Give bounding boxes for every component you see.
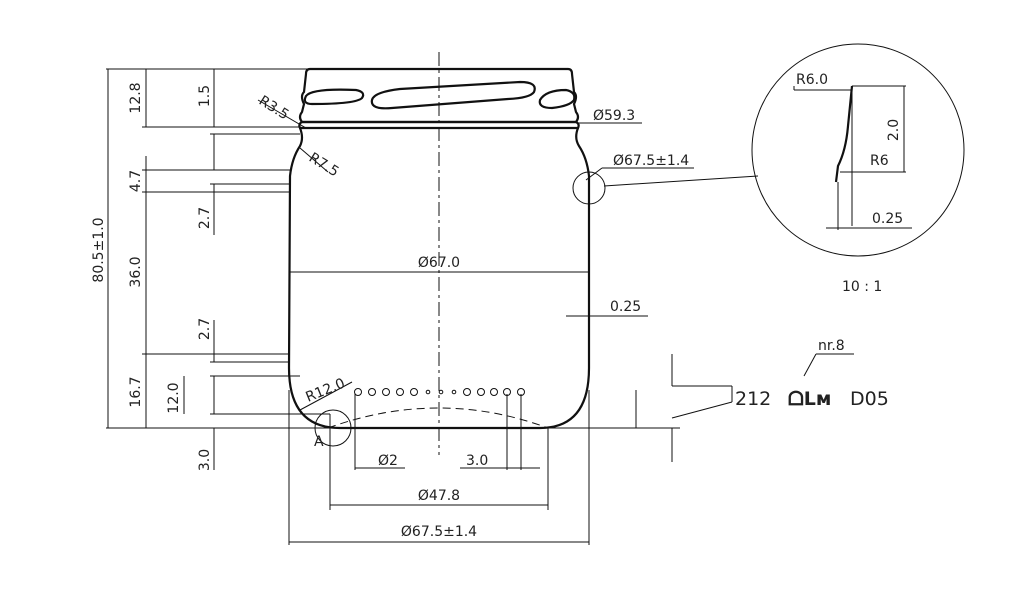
thread-center <box>370 80 536 110</box>
dim-base-diameter: Ø47.8 <box>418 488 460 504</box>
dim-base-radius-height: 12.0 <box>166 382 182 413</box>
detail-a-circle <box>314 409 352 447</box>
detail-a-label: A <box>314 434 324 450</box>
dim-body-height: 36.0 <box>128 256 144 287</box>
marking-code: 212 <box>735 388 771 410</box>
detail-profile <box>834 85 854 183</box>
base-dot <box>477 388 485 396</box>
base-dot <box>354 388 362 396</box>
dim-shoulder-step-top: 2.7 <box>197 207 213 229</box>
detail-scale: 10 : 1 <box>842 279 882 295</box>
thread-left <box>303 88 365 106</box>
marking-suffix: D05 <box>850 388 889 410</box>
dim-outer-diameter-top: Ø67.5±1.4 <box>613 153 689 169</box>
detail-view <box>751 43 965 257</box>
dim-thread-height: 1.5 <box>197 85 213 107</box>
marking-logo: ᗝLᴍ <box>788 388 831 410</box>
marking-lines <box>635 353 854 462</box>
base-dot <box>438 389 444 395</box>
detail-marker-circle <box>572 171 606 205</box>
base-dot <box>410 388 418 396</box>
dim-wall-thickness: 0.25 <box>610 299 641 315</box>
dim-radius-r120: R12.0 <box>304 376 348 406</box>
base-dot <box>490 388 498 396</box>
dim-outer-diameter-bottom: Ø67.5±1.4 <box>401 524 477 540</box>
dim-radius-r35: R3.5 <box>256 93 292 124</box>
radius-leaders <box>257 99 353 411</box>
dim-push-up: 3.0 <box>197 449 213 471</box>
detail-radius-b: R6 <box>870 153 889 169</box>
marking-note: nr.8 <box>818 338 845 354</box>
bottom-dimension-lines <box>288 390 590 545</box>
base-push-up <box>327 407 549 429</box>
base-dot <box>451 389 457 395</box>
base-dot <box>382 388 390 396</box>
right-callouts <box>566 122 759 322</box>
dim-body-diameter: Ø67.0 <box>418 255 460 271</box>
dim-total-height: 80.5±1.0 <box>91 217 107 282</box>
dim-radius-r75: R7.5 <box>306 150 342 181</box>
base-dot <box>463 388 471 396</box>
base-dot <box>425 389 431 395</box>
dim-shoulder: 4.7 <box>128 170 144 192</box>
detail-thickness: 0.25 <box>872 211 903 227</box>
dim-base-height: 16.7 <box>128 376 144 407</box>
detail-circle <box>751 43 965 257</box>
left-dimension-lines <box>106 68 680 470</box>
dim-dot-pitch: 3.0 <box>466 453 488 469</box>
dim-dot-diameter: Ø2 <box>378 453 398 469</box>
base-dot <box>396 388 404 396</box>
dim-finish-height: 12.8 <box>128 82 144 113</box>
dim-shoulder-step-bottom: 2.7 <box>197 318 213 340</box>
detail-radius-a: R6.0 <box>796 72 828 88</box>
thread-right <box>538 88 576 110</box>
dim-finish-diameter: Ø59.3 <box>593 108 635 124</box>
base-dot <box>368 388 376 396</box>
detail-height: 2.0 <box>886 119 902 141</box>
